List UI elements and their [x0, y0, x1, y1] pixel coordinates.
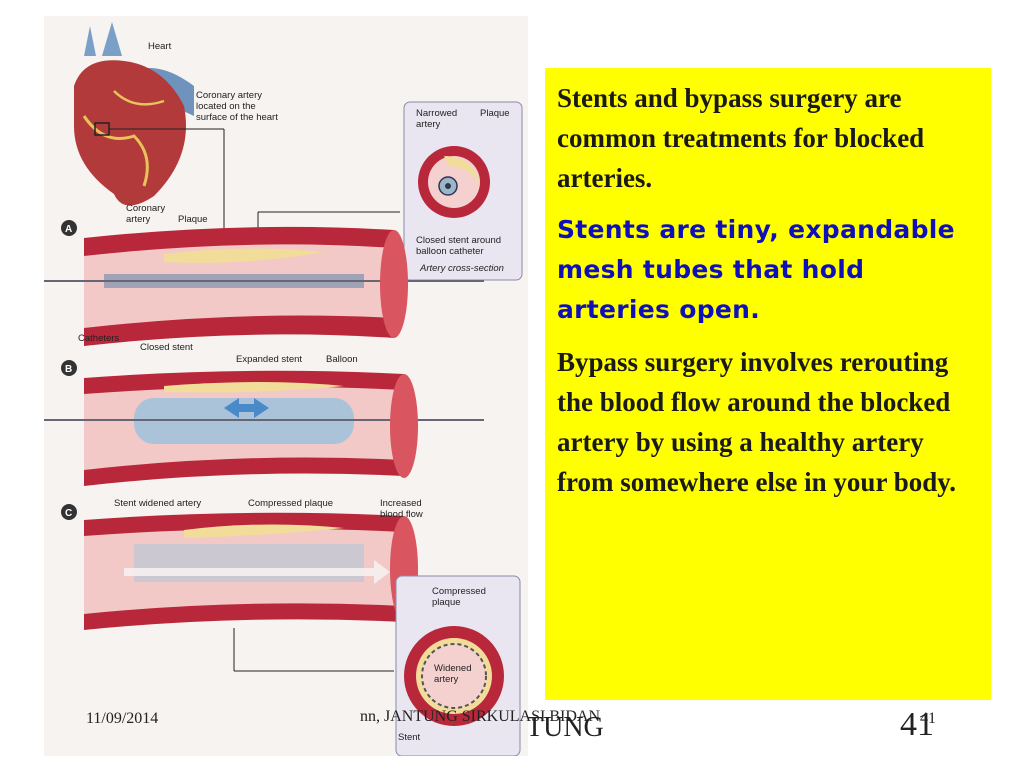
- label-stent: Stent: [398, 732, 421, 743]
- label-expanded-stent: Expanded stent: [236, 354, 302, 365]
- label-compressed-1: Compressed: [432, 586, 486, 597]
- label-closed-stent-2: balloon catheter: [416, 246, 484, 257]
- background-word: TUNG: [526, 712, 604, 743]
- label-narrowed-1: Narrowed: [416, 108, 457, 119]
- label-closed-stent: Closed stent: [140, 342, 193, 353]
- footer-title: nn, JANTUNG SIRKULASI,BIDAN: [360, 708, 600, 725]
- label-closed-stent-1: Closed stent around: [416, 235, 501, 246]
- callout-paragraph-treatments: Stents and bypass surgery are common tre…: [557, 83, 925, 193]
- label-plaque-top: Plaque: [480, 108, 510, 119]
- step-c-badge: C: [65, 508, 72, 519]
- callout-paragraph-stents: Stents are tiny, expandable mesh tubes t…: [557, 215, 955, 324]
- stent-procedure-illustration: Heart Coronary artery located on the sur…: [44, 16, 528, 756]
- label-widened-1: Widened: [434, 663, 472, 674]
- label-compressed-2: plaque: [432, 597, 461, 608]
- cross-section-widened: [395, 575, 521, 756]
- step-a-artery: A: [44, 220, 484, 346]
- footer-date: 11/09/2014: [86, 710, 159, 727]
- label-heart: Heart: [148, 41, 172, 52]
- heart-illustration: [74, 22, 225, 231]
- label-coronary-a-2: artery: [126, 214, 151, 225]
- step-b-badge: B: [65, 364, 72, 375]
- label-widened-2: artery: [434, 674, 459, 685]
- label-coronary-1: Coronary artery: [196, 90, 262, 101]
- label-catheters: Catheters: [78, 333, 119, 344]
- label-plaque-a: Plaque: [178, 214, 208, 225]
- label-coronary-3: surface of the heart: [196, 112, 278, 123]
- label-stent-widened: Stent widened artery: [114, 498, 201, 509]
- label-balloon: Balloon: [326, 354, 358, 365]
- label-coronary-2: located on the: [196, 101, 256, 112]
- label-increased-1: Increased: [380, 498, 422, 509]
- label-increased-2: blood flow: [380, 509, 423, 520]
- step-a-badge: A: [65, 224, 72, 235]
- step-c-artery: C: [61, 504, 418, 630]
- cross-section-narrowed: [403, 101, 523, 281]
- label-compressed-plaque: Compressed plaque: [248, 498, 333, 509]
- label-narrowed-2: artery: [416, 119, 441, 130]
- callout-paragraph-bypass: Bypass surgery involves rerouting the bl…: [557, 347, 956, 497]
- label-coronary-a-1: Coronary: [126, 203, 165, 214]
- footer-slide-number: 41: [920, 710, 936, 727]
- text-callout-box: Stents and bypass surgery are common tre…: [545, 68, 991, 700]
- background-slide-number: 41: [900, 706, 934, 743]
- label-cross-section: Artery cross-section: [419, 263, 504, 274]
- step-b-artery: B: [44, 360, 484, 486]
